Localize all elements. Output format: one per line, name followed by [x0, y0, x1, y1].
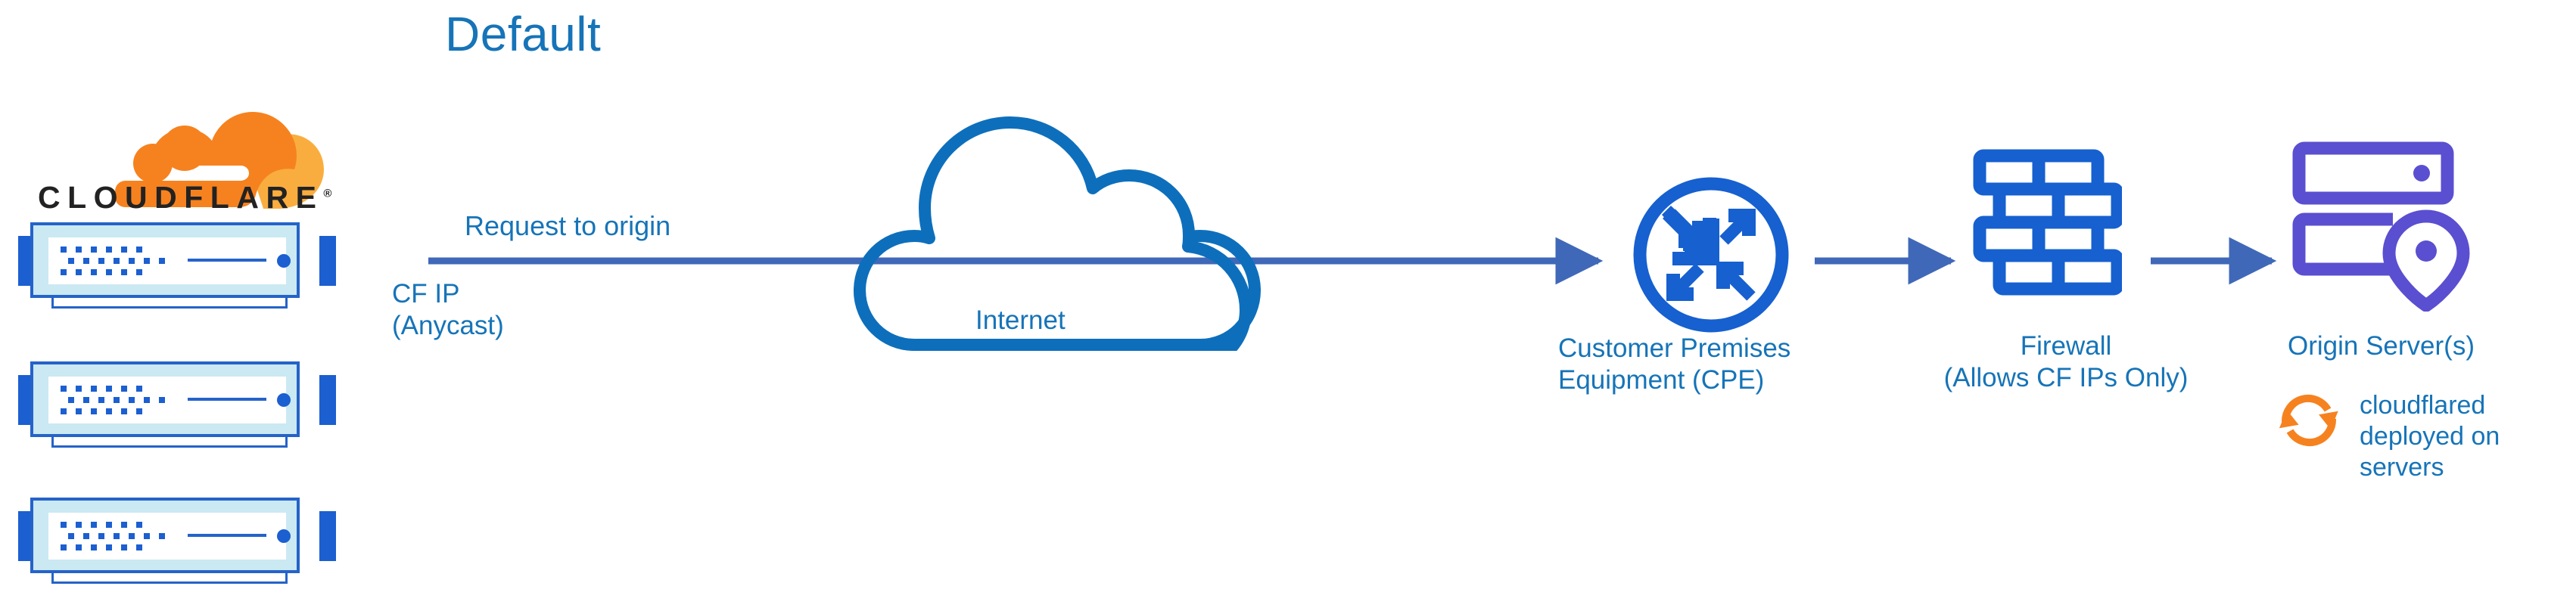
router-icon — [1627, 171, 1795, 339]
server-status-led-icon — [277, 254, 291, 268]
server-vent-dot — [83, 258, 89, 264]
server-base — [51, 434, 288, 448]
server-vent-dot — [91, 269, 97, 275]
server-vent-dot — [159, 397, 165, 403]
server-vent-dot — [68, 258, 74, 264]
server-vent-dot — [76, 522, 82, 528]
server-vent-dot — [144, 397, 150, 403]
server-vent-dot — [129, 533, 135, 539]
server-vent-dot — [91, 386, 97, 392]
server-vent-dot — [76, 408, 82, 414]
brick-wall-icon — [1971, 148, 2124, 307]
cloudflared-annotation-label: cloudflared deployed on servers — [2360, 391, 2500, 482]
server-vent-dot — [76, 544, 82, 550]
server-vent-dot — [83, 533, 89, 539]
cloud-icon — [845, 109, 1283, 361]
server-vent-dot — [98, 533, 104, 539]
server-vent-dot — [121, 386, 127, 392]
server-vent-dot — [76, 386, 82, 392]
server-slot-line — [188, 398, 266, 401]
server-vent-dot — [129, 258, 135, 264]
server-vent-dot — [136, 247, 142, 253]
server-vent-dot — [106, 386, 112, 392]
server-vent-dot — [136, 386, 142, 392]
server-vent-grid-icon — [61, 247, 165, 275]
server-chassis — [30, 498, 300, 573]
server-vent-dot — [129, 397, 135, 403]
server-vent-dot — [144, 258, 150, 264]
registered-trademark-icon: ® — [323, 187, 332, 200]
server-vent-dot — [68, 397, 74, 403]
server-vent-grid-icon — [61, 522, 165, 550]
server-vent-dot — [136, 522, 142, 528]
server-vent-dot — [61, 247, 67, 253]
server-vent-dot — [98, 397, 104, 403]
firewall-label: Firewall (Allows CF IPs Only) — [1943, 331, 2189, 392]
cloudflare-wordmark: CLOUDFLARE® — [38, 180, 341, 216]
server-vent-dot — [136, 269, 142, 275]
cloudflare-edge-server-2 — [18, 355, 336, 448]
server-base — [51, 570, 288, 584]
server-vent-dot — [61, 269, 67, 275]
server-vent-dot — [91, 247, 97, 253]
server-base — [51, 295, 288, 309]
server-vent-dot — [159, 258, 165, 264]
server-vent-dot — [114, 533, 120, 539]
server-vent-dot — [144, 533, 150, 539]
cpe-label: Customer Premises Equipment (CPE) — [1558, 333, 1791, 395]
server-vent-dot — [61, 408, 67, 414]
server-vent-dot — [106, 269, 112, 275]
server-status-led-icon — [277, 529, 291, 543]
server-vent-dot — [91, 408, 97, 414]
server-vent-dot — [136, 408, 142, 414]
server-vent-dot — [121, 247, 127, 253]
server-vent-dot — [106, 544, 112, 550]
server-slot-line — [188, 534, 266, 537]
server-mount-tab-right — [319, 236, 336, 286]
server-vent-dot — [76, 247, 82, 253]
server-vent-dot — [114, 397, 120, 403]
internet-label: Internet — [975, 305, 1066, 335]
server-vent-dot — [121, 544, 127, 550]
server-vent-dot — [136, 544, 142, 550]
server-vent-dot — [61, 386, 67, 392]
server-front-panel — [48, 377, 291, 423]
server-rack-pin-icon — [2291, 141, 2482, 312]
server-vent-dot — [114, 258, 120, 264]
server-vent-dot — [159, 533, 165, 539]
request-to-origin-label: Request to origin — [465, 210, 671, 241]
server-vent-dot — [121, 522, 127, 528]
refresh-cycle-icon — [2273, 387, 2344, 452]
server-vent-dot — [106, 247, 112, 253]
server-mount-tab-right — [319, 375, 336, 425]
cloudflare-wordmark-text: CLOUDFLARE — [38, 180, 324, 215]
server-vent-dot — [91, 522, 97, 528]
server-front-panel — [48, 237, 291, 284]
server-front-panel — [48, 513, 291, 560]
server-vent-dot — [121, 408, 127, 414]
server-vent-dot — [121, 269, 127, 275]
cloudflare-edge-server-1 — [18, 216, 336, 309]
server-vent-dot — [91, 544, 97, 550]
server-chassis — [30, 222, 300, 298]
cf-ip-anycast-label: CF IP (Anycast) — [392, 279, 504, 340]
server-vent-dot — [106, 522, 112, 528]
server-status-led-icon — [277, 393, 291, 407]
cloudflare-edge-server-3 — [18, 492, 336, 584]
server-vent-dot — [76, 269, 82, 275]
server-mount-tab-right — [319, 511, 336, 561]
server-vent-dot — [68, 533, 74, 539]
origin-server-label: Origin Server(s) — [2288, 331, 2475, 361]
page-title: Default — [445, 7, 602, 61]
cloudflare-cloud-logo-icon — [36, 112, 339, 209]
server-slot-line — [188, 259, 266, 262]
server-vent-dot — [61, 522, 67, 528]
server-vent-dot — [106, 408, 112, 414]
server-vent-dot — [98, 258, 104, 264]
server-vent-dot — [83, 397, 89, 403]
server-vent-grid-icon — [61, 386, 165, 414]
server-vent-dot — [61, 544, 67, 550]
server-chassis — [30, 361, 300, 437]
